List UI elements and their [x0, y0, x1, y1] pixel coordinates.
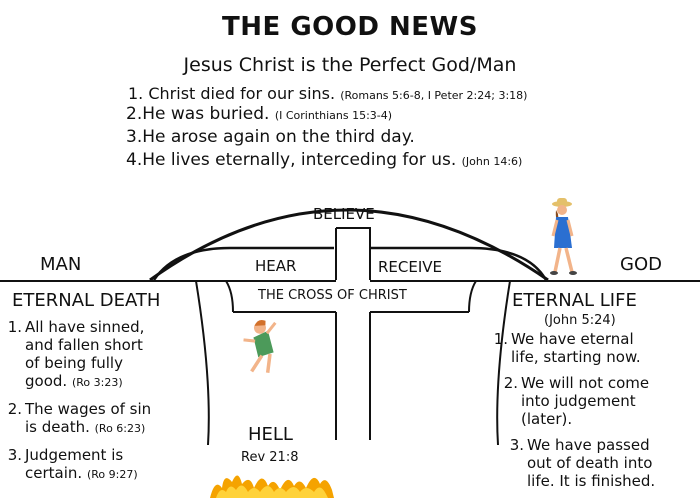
label-hell: HELL [248, 424, 293, 445]
point-3: 3.He arose again on the third day. [126, 127, 415, 147]
fire-icon [210, 475, 334, 498]
hear-arc [152, 246, 334, 281]
eternal-life-list: 1. We have eternal life, starting now. 2… [490, 330, 695, 490]
point-2: 2.He was buried. (I Corinthians 15:3-4) [126, 104, 393, 124]
list-item: 3. Judgement is certain. (Ro 9:27) [7, 446, 138, 482]
list-item: 2. The wages of sin is death. (Ro 6:23) [7, 400, 152, 436]
receive-arc [370, 246, 548, 281]
falling-person-icon [243, 320, 277, 373]
label-hear: HEAR [255, 257, 297, 275]
eternal-life-ref: (John 5:24) [544, 313, 616, 328]
point-4-text: He lives eternally, interceding for us. [142, 150, 457, 170]
cross-top [336, 227, 371, 280]
page-subtitle: Jesus Christ is the Perfect God/Man [183, 54, 517, 76]
label-cross: THE CROSS OF CHRIST [258, 288, 407, 303]
eternal-death-list: 1. All have sinned, and fallen short of … [4, 318, 194, 484]
chasm-left-wall [195, 280, 210, 446]
list-item: 2. We will not come into judgement (late… [503, 374, 650, 428]
list-item: 1. We have eternal life, starting now. [493, 330, 641, 366]
chasm-right-wall [496, 280, 511, 446]
point-1: 1. Christ died for our sins. (Romans 5:6… [128, 84, 528, 103]
label-hell-ref: Rev 21:8 [241, 450, 299, 465]
point-1-text: Christ died for our sins. [148, 84, 336, 103]
label-god: GOD [620, 254, 662, 275]
label-receive: RECEIVE [378, 258, 443, 276]
point-4-ref: (John 14:6) [461, 155, 523, 168]
point-2-text: He was buried. [142, 104, 270, 124]
label-man: MAN [40, 254, 82, 275]
list-item: 1. All have sinned, and fallen short of … [7, 318, 145, 390]
point-2-ref: (I Corinthians 15:3-4) [274, 109, 393, 122]
believe-arc [149, 208, 549, 282]
point-1-ref: (Romans 5:6-8, I Peter 2:24; 3:18) [340, 89, 528, 102]
eternal-death-heading: ETERNAL DEATH [12, 290, 161, 311]
walking-woman-icon [550, 198, 577, 275]
label-believe: BELIEVE [313, 205, 375, 223]
eternal-life-heading: ETERNAL LIFE [512, 290, 637, 311]
point-4: 4.He lives eternally, interceding for us… [126, 150, 523, 170]
list-item: 3. We have passed out of death into life… [509, 436, 656, 490]
point-3-text: He arose again on the third day. [142, 127, 415, 147]
page-title: THE GOOD NEWS [222, 12, 478, 42]
